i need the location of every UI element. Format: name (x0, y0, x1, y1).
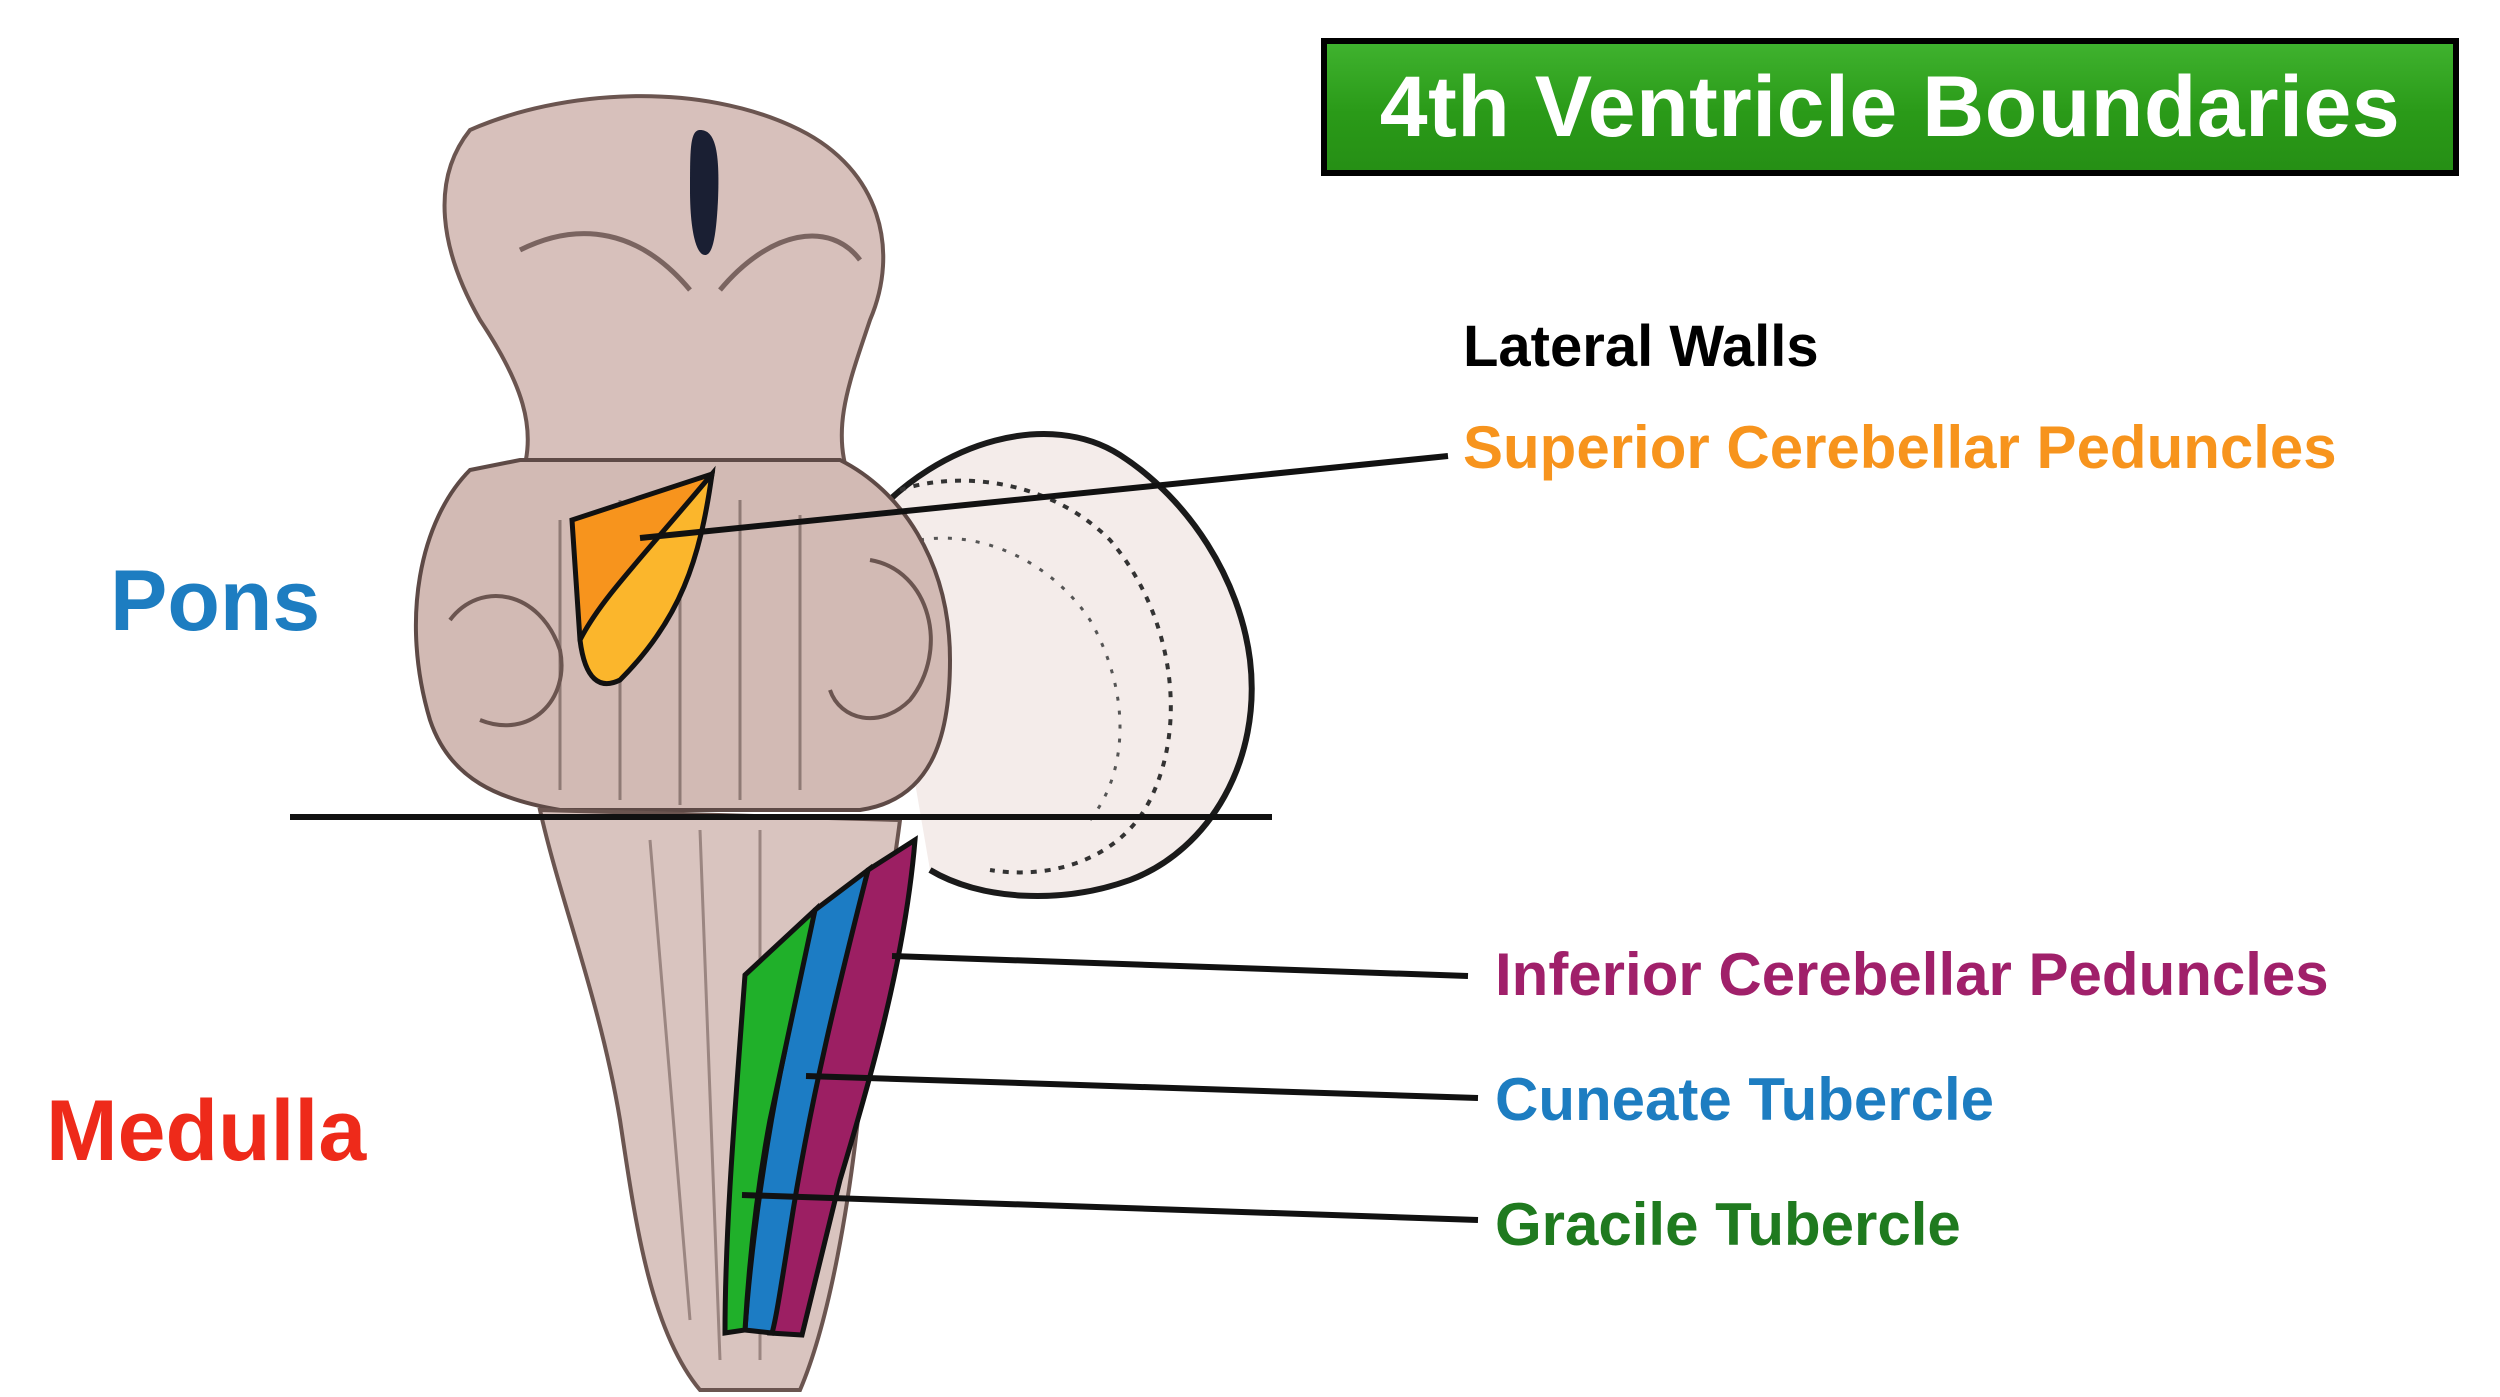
pons-lobe-left (448, 594, 564, 728)
cerebellum-folia-inner (919, 536, 1122, 821)
leader-gracile (741, 1192, 1479, 1223)
cerebellum-outline (867, 431, 1255, 899)
diagram-title: 4th Ventricle Boundaries (1379, 58, 2401, 155)
superior-cerebellar-peduncle-lower (577, 465, 716, 687)
label-inferior-cerebellar-peduncles: Inferior Cerebellar Peduncles (1495, 941, 2329, 1008)
lateral-walls-heading: Lateral Walls (1463, 314, 1819, 379)
pons (413, 458, 953, 812)
region-label-medulla: Medulla (46, 1083, 367, 1179)
leader-inferior (891, 953, 1469, 979)
midbrain (442, 94, 886, 482)
pons-lobe-right (828, 558, 933, 720)
cerebellum-folia (899, 478, 1173, 875)
label-superior-cerebellar-peduncles: Superior Cerebellar Peduncles (1463, 414, 2337, 481)
leader-cuneate (805, 1073, 1479, 1101)
label-cuneate-tubercle: Cuneate Tubercle (1495, 1066, 1995, 1133)
colliculi (518, 231, 862, 292)
cerebral-aqueduct (690, 130, 719, 255)
title-banner: 4th Ventricle Boundaries (1321, 38, 2459, 176)
region-label-pons: Pons (110, 553, 321, 649)
gracile-tubercle-shape (722, 902, 820, 1336)
label-gracile-tubercle: Gracile Tubercle (1495, 1191, 1961, 1258)
leader-superior (639, 453, 1449, 541)
